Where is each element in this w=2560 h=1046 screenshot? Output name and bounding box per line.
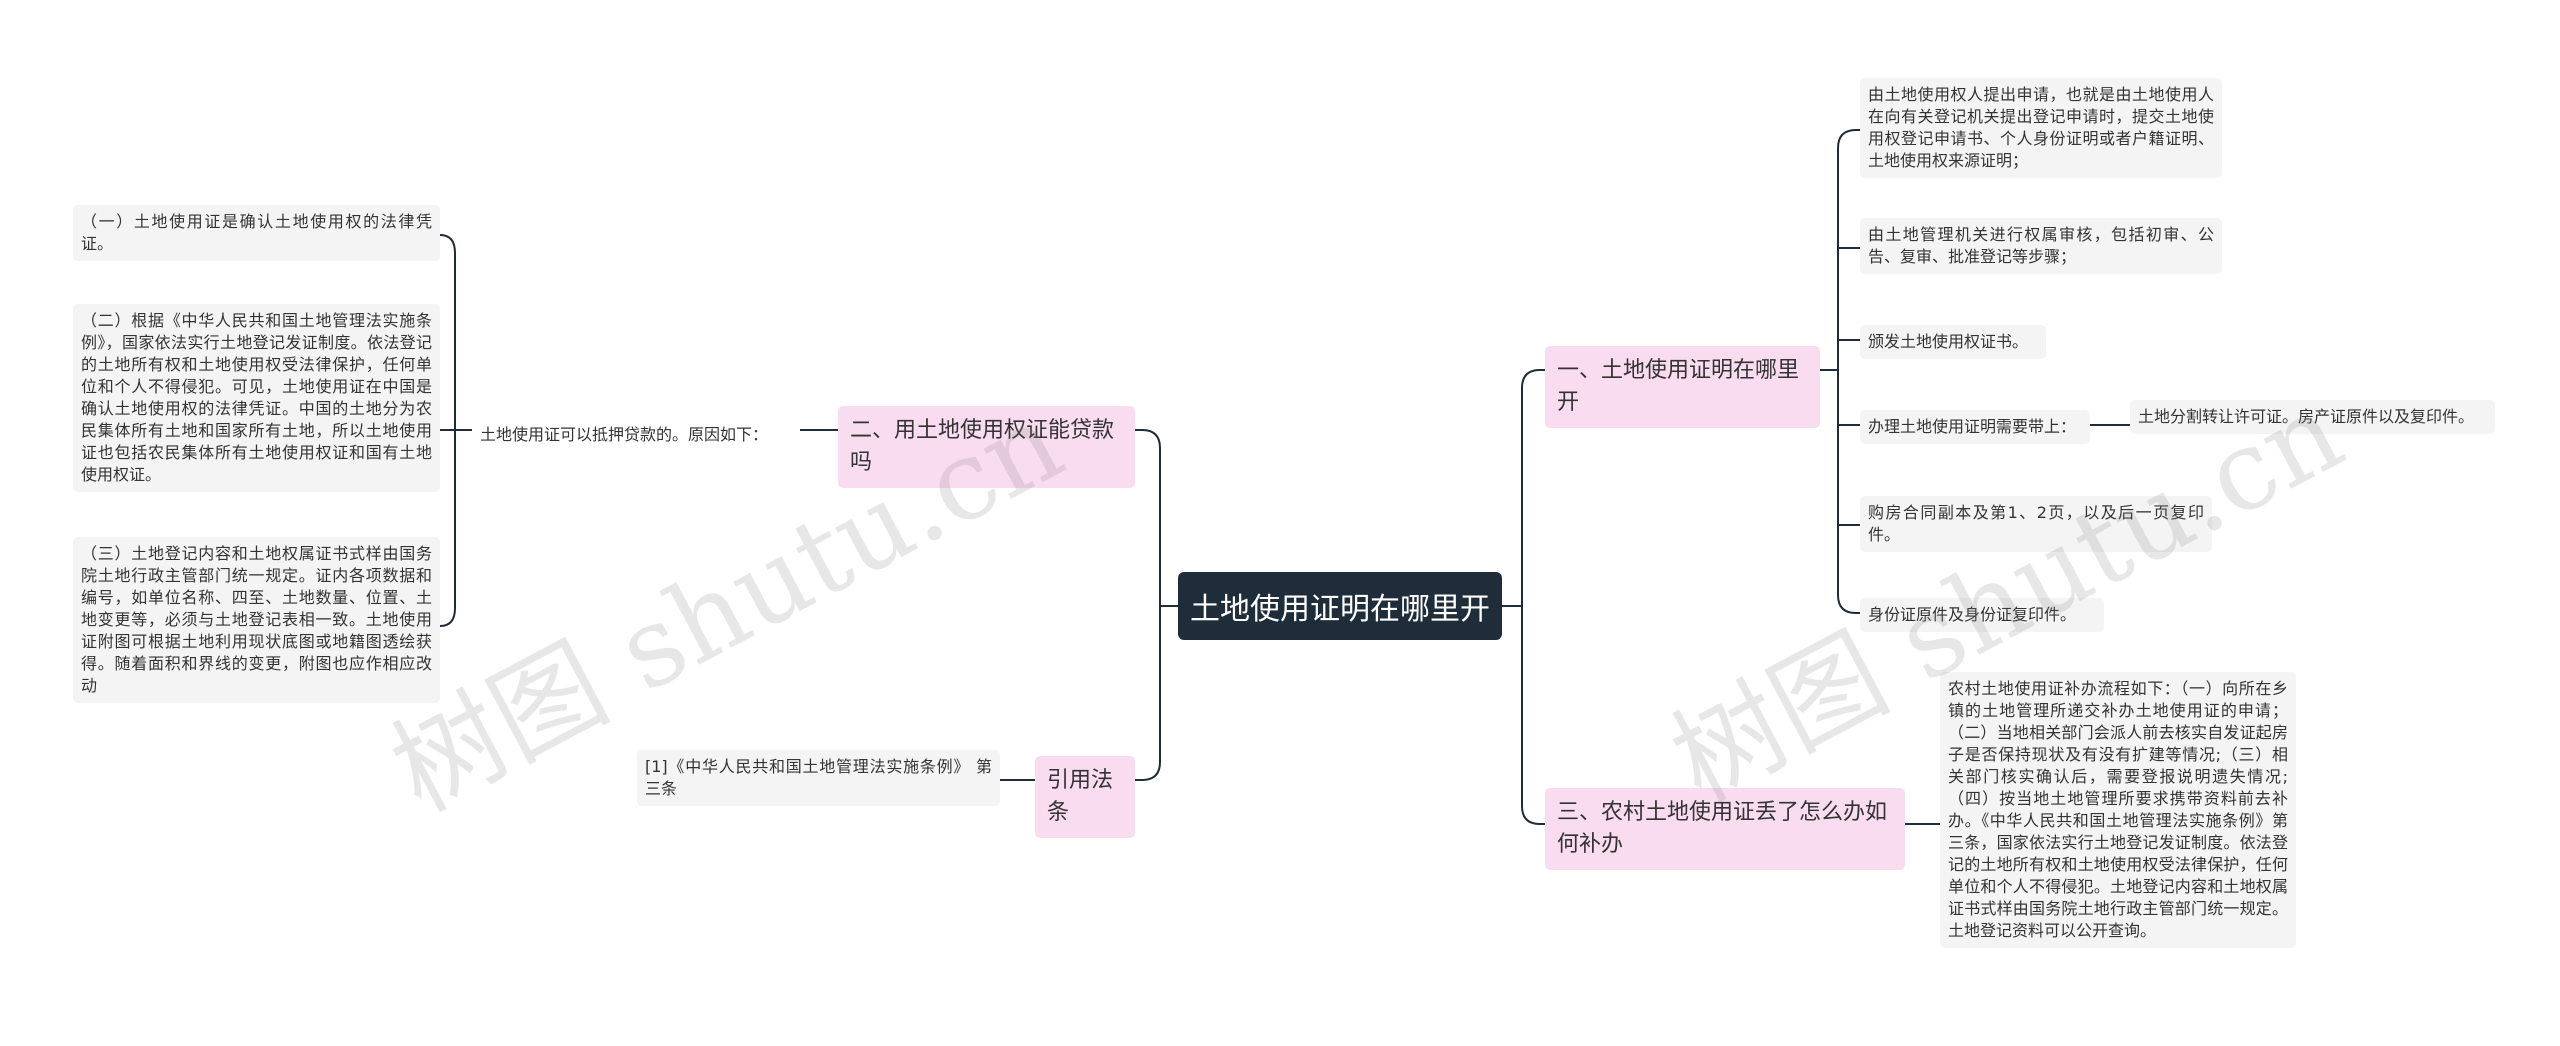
leaf-loan-item-1-text: （一）土地使用证是确认土地使用权的法律凭证。 bbox=[81, 212, 432, 253]
leaf-where-item-6[interactable]: 身份证原件及身份证复印件。 bbox=[1860, 598, 2104, 632]
branch-where-label: 一、土地使用证明在哪里开 bbox=[1557, 358, 1800, 415]
branch-lost-label: 三、农村土地使用证丢了怎么办如何补办 bbox=[1557, 800, 1888, 857]
leaf-loan-item-1[interactable]: （一）土地使用证是确认土地使用权的法律凭证。 bbox=[73, 205, 440, 261]
leaf-loan-reason[interactable]: 土地使用证可以抵押贷款的。原因如下： bbox=[472, 418, 800, 452]
leaf-where-item-2[interactable]: 由土地管理机关进行权属审核，包括初审、公告、复审、批准登记等步骤； bbox=[1860, 218, 2222, 274]
leaf-where-item-5[interactable]: 购房合同副本及第1、2页，以及后一页复印件。 bbox=[1860, 496, 2212, 552]
leaf-where-sub-text: 土地分割转让许可证。房产证原件以及复印件。 bbox=[2138, 407, 2475, 426]
branch-ref[interactable]: 引用法条 bbox=[1035, 756, 1135, 838]
leaf-where-item-4[interactable]: 办理土地使用证明需要带上： bbox=[1860, 410, 2090, 444]
leaf-lost-item-text: 农村土地使用证补办流程如下：（一）向所在乡镇的土地管理所递交补办土地使用证的申请… bbox=[1948, 679, 2288, 940]
leaf-where-item-3[interactable]: 颁发土地使用权证书。 bbox=[1860, 325, 2046, 359]
leaf-loan-reason-text: 土地使用证可以抵押贷款的。原因如下： bbox=[480, 425, 769, 444]
connector-root-lost bbox=[1521, 606, 1545, 825]
branch-ref-label: 引用法条 bbox=[1047, 768, 1114, 825]
connector-reason-items bbox=[439, 234, 472, 627]
root-node[interactable]: 土地使用证明在哪里开 bbox=[1178, 572, 1502, 640]
leaf-where-item-1[interactable]: 由土地使用权人提出申请，也就是由土地使用人在向有关登记机关提出登记申请时，提交土… bbox=[1860, 78, 2222, 178]
connector-root-ref bbox=[1135, 606, 1161, 781]
leaf-loan-item-3-text: （三）土地登记内容和土地权属证书式样由国务院土地行政主管部门统一规定。证内各项数… bbox=[81, 544, 432, 695]
leaf-where-sub[interactable]: 土地分割转让许可证。房产证原件以及复印件。 bbox=[2130, 400, 2495, 434]
leaf-where-item-3-text: 颁发土地使用权证书。 bbox=[1868, 332, 2029, 351]
root-title: 土地使用证明在哪里开 bbox=[1190, 592, 1490, 627]
connector-root-where bbox=[1502, 369, 1545, 607]
leaf-where-item-6-text: 身份证原件及身份证复印件。 bbox=[1868, 605, 2077, 624]
branch-lost[interactable]: 三、农村土地使用证丢了怎么办如何补办 bbox=[1545, 788, 1905, 870]
branch-loan-label: 二、用土地使用权证能贷款吗 bbox=[850, 418, 1115, 475]
leaf-lost-item[interactable]: 农村土地使用证补办流程如下：（一）向所在乡镇的土地管理所递交补办土地使用证的申请… bbox=[1940, 672, 2296, 948]
leaf-ref-item-text: [1]《中华人民共和国土地管理法实施条例》 第三条 bbox=[645, 757, 992, 798]
branch-where[interactable]: 一、土地使用证明在哪里开 bbox=[1545, 346, 1820, 428]
connector-root-loan bbox=[1135, 429, 1178, 607]
leaf-where-item-4-text: 办理土地使用证明需要带上： bbox=[1868, 417, 2077, 436]
leaf-where-item-5-text: 购房合同副本及第1、2页，以及后一页复印件。 bbox=[1868, 503, 2204, 544]
leaf-loan-item-3[interactable]: （三）土地登记内容和土地权属证书式样由国务院土地行政主管部门统一规定。证内各项数… bbox=[73, 537, 440, 703]
leaf-loan-item-2-text: （二）根据《中华人民共和国土地管理法实施条例》，国家依法实行土地登记发证制度。依… bbox=[81, 311, 432, 484]
leaf-where-item-2-text: 由土地管理机关进行权属审核，包括初审、公告、复审、批准登记等步骤； bbox=[1868, 225, 2214, 266]
leaf-where-item-1-text: 由土地使用权人提出申请，也就是由土地使用人在向有关登记机关提出登记申请时，提交土… bbox=[1868, 85, 2214, 170]
branch-loan[interactable]: 二、用土地使用权证能贷款吗 bbox=[838, 406, 1135, 488]
leaf-loan-item-2[interactable]: （二）根据《中华人民共和国土地管理法实施条例》，国家依法实行土地登记发证制度。依… bbox=[73, 304, 440, 492]
leaf-ref-item[interactable]: [1]《中华人民共和国土地管理法实施条例》 第三条 bbox=[637, 750, 1000, 806]
connector-where-items bbox=[1820, 129, 1860, 614]
